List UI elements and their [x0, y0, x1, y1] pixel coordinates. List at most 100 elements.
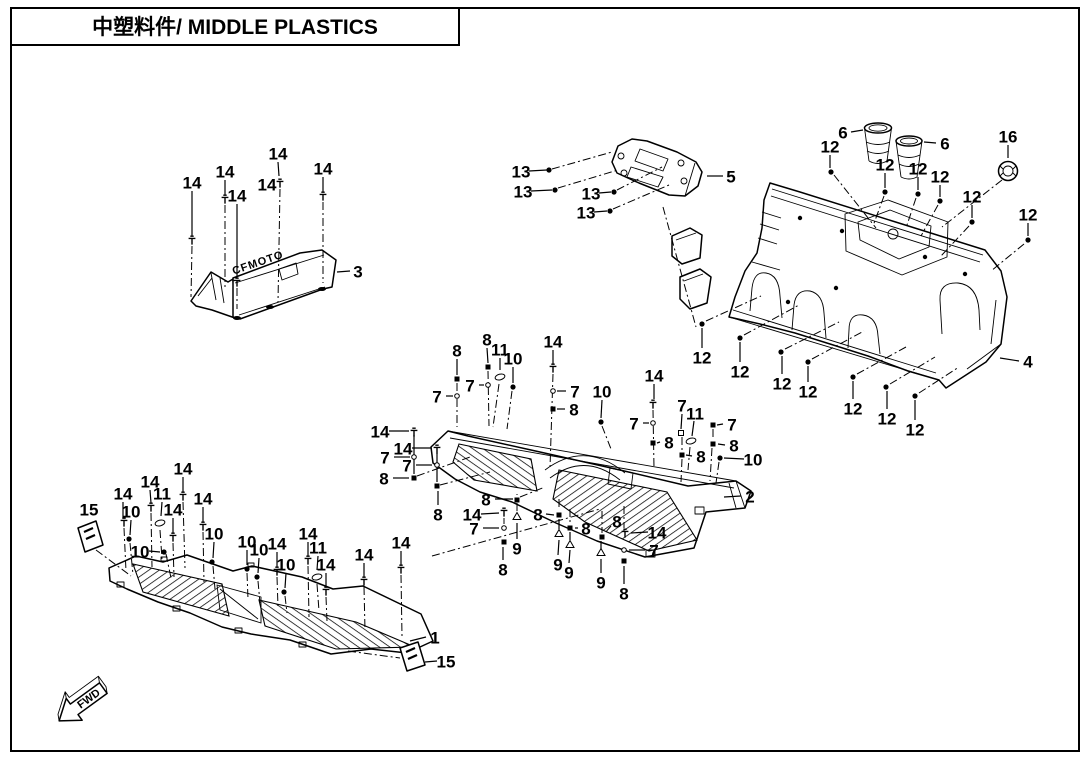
screw-icon [319, 191, 327, 201]
screw-dot-icon [805, 359, 811, 365]
title-box [10, 7, 460, 46]
leader-dash-line [905, 197, 917, 229]
leader-dash-line [284, 595, 288, 614]
callout-label-8: 8 [482, 330, 491, 349]
rivet-icon [596, 547, 606, 556]
screw-dot-icon [717, 455, 723, 461]
bolt-square-icon [679, 452, 685, 458]
callout-label-14: 14 [269, 144, 288, 163]
callout-label-8: 8 [664, 433, 673, 452]
leader-dash-line [277, 188, 281, 303]
leader-line [212, 541, 215, 559]
leader-line [685, 454, 693, 457]
part-4-rear-panel [671, 182, 1008, 389]
leader-line [680, 413, 683, 430]
leader-line [656, 441, 661, 444]
leader-line [530, 189, 553, 192]
washer-ring-icon [434, 462, 440, 468]
screw-icon [433, 444, 441, 454]
callout-label-8: 8 [696, 447, 705, 466]
leader-dash-line [439, 471, 491, 486]
callout-label-14: 14 [258, 175, 277, 194]
leader-dash-line [129, 542, 134, 576]
leader-dash-line [182, 501, 186, 569]
screw-dot-icon [209, 559, 215, 565]
screw-dot-icon [850, 374, 856, 380]
screw-icon [304, 555, 312, 565]
callout-label-12: 12 [693, 348, 712, 367]
callout-label-7: 7 [469, 519, 478, 538]
screw-dot-icon [281, 589, 287, 595]
screw-dot-icon [510, 384, 516, 390]
leader-dash-line [918, 366, 960, 394]
clip-icon [311, 573, 323, 581]
screw-dot-icon [883, 384, 889, 390]
screw-icon [500, 507, 508, 517]
washer-ring-icon [650, 420, 656, 426]
callout-label-10: 10 [250, 540, 269, 559]
leader-dash-line [416, 456, 471, 477]
screw-icon [621, 528, 629, 538]
callout-label-9: 9 [596, 573, 605, 592]
callout-label-12: 12 [963, 187, 982, 206]
leader-dash-line [940, 225, 970, 257]
screw-dot-icon [244, 566, 250, 572]
leader-line [480, 512, 500, 515]
leader-dash-line [551, 151, 613, 170]
leader-line [568, 549, 571, 564]
callout-label-7: 7 [380, 448, 389, 467]
callout-label-15: 15 [80, 500, 99, 519]
callout-label-8: 8 [433, 505, 442, 524]
callout-label-8: 8 [379, 469, 388, 488]
part-5-bracket-cover [611, 138, 703, 197]
construction-line [431, 508, 601, 557]
callout-label-13: 13 [512, 162, 531, 181]
callout-label-12: 12 [731, 362, 750, 381]
callout-label-14: 14 [355, 545, 374, 564]
screw-icon [360, 576, 368, 586]
screw-dot-icon [915, 191, 921, 197]
callout-label-14: 14 [317, 555, 336, 574]
leader-line [486, 347, 489, 364]
callout-label-7: 7 [727, 415, 736, 434]
leader-dash-line [990, 243, 1025, 272]
leader-dash-line [325, 596, 328, 622]
callout-label-6: 6 [940, 134, 949, 153]
bolt-square-icon [434, 483, 440, 489]
leader-dash-line [347, 650, 401, 659]
screw-dot-icon [912, 393, 918, 399]
leader-line [598, 191, 612, 194]
leader-line [424, 660, 438, 663]
part-2-middle-floor [430, 430, 752, 558]
leader-dash-line [276, 576, 279, 608]
callout-label-14: 14 [228, 186, 247, 205]
screw-icon [221, 194, 229, 204]
part3-foot [318, 287, 326, 291]
callout-label-7: 7 [402, 456, 411, 475]
callout-label-12: 12 [844, 399, 863, 418]
callout-label-8: 8 [481, 490, 490, 509]
callout-label-14: 14 [392, 533, 411, 552]
leader-dash-line [604, 525, 612, 534]
screw-dot-icon [598, 419, 604, 425]
callout-label-8: 8 [619, 584, 628, 603]
callout-label-6: 6 [838, 123, 847, 142]
callout-label-11: 11 [153, 484, 171, 503]
leader-dash-line [743, 304, 800, 336]
callout-label-12: 12 [906, 420, 925, 439]
callout-label-12: 12 [799, 382, 818, 401]
bolt-square-icon [411, 475, 417, 481]
leader-line [284, 572, 287, 589]
bolt-square-icon [621, 558, 627, 564]
callout-label-8: 8 [533, 505, 542, 524]
callout-label-10: 10 [238, 532, 257, 551]
part3-foot [266, 305, 274, 309]
washer-ring-icon [621, 547, 627, 553]
bolt-square-icon [599, 534, 605, 540]
leader-dash-line [833, 174, 877, 229]
washer-ring-icon [550, 388, 556, 394]
leader-dash-line [856, 346, 907, 375]
part-6-cup-holders [863, 122, 923, 180]
